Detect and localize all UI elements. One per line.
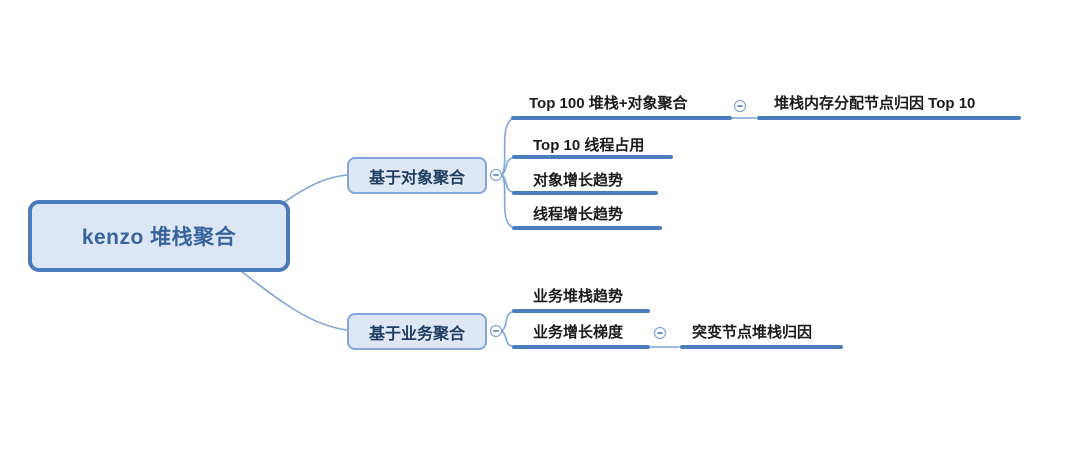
topic-object-aggregation[interactable]: 基于对象聚合 [347, 157, 487, 194]
connector-object-to-thread-growth [501, 174, 515, 229]
topic-underline [512, 345, 650, 349]
topic-top100-stack-object[interactable]: Top 100 堆栈+对象聚合 [529, 95, 688, 112]
topic-business-growth-gradient[interactable]: 业务增长梯度 [533, 324, 624, 341]
connector-root-to-business-branch [240, 270, 348, 331]
connector-root-to-object-branch [282, 174, 348, 204]
minus-circle-icon[interactable] [490, 169, 502, 181]
topic-underline [512, 155, 673, 159]
topic-stack-memory-attribution[interactable]: 堆栈内存分配节点归因 Top 10 [774, 95, 976, 112]
topic-mutation-node-attribution[interactable]: 突变节点堆栈归因 [692, 324, 813, 341]
minus-circle-icon[interactable] [734, 100, 746, 112]
root-topic-label: kenzo 堆栈聚合 [81, 226, 237, 249]
topic-business-stack-trend[interactable]: 业务堆栈趋势 [533, 288, 624, 305]
topic-underline [511, 116, 732, 120]
connector-object-to-top100 [501, 117, 515, 176]
topic-thread-growth-trend[interactable]: 线程增长趋势 [533, 206, 624, 223]
topic-underline [757, 116, 1021, 120]
topic-underline [512, 226, 662, 230]
topic-object-aggregation-label: 基于对象聚合 [368, 169, 465, 187]
root-topic[interactable]: kenzo 堆栈聚合 [28, 200, 290, 272]
topic-business-aggregation[interactable]: 基于业务聚合 [347, 313, 487, 350]
minus-circle-icon[interactable] [654, 327, 666, 339]
minus-circle-icon[interactable] [490, 325, 502, 337]
topic-object-growth-trend[interactable]: 对象增长趋势 [533, 172, 624, 189]
topic-business-aggregation-label: 基于业务聚合 [368, 325, 465, 343]
topic-top10-thread-usage[interactable]: Top 10 线程占用 [533, 137, 645, 154]
topic-underline [512, 191, 658, 195]
topic-underline [512, 309, 650, 313]
topic-underline [680, 345, 843, 349]
connector-business-to-stack-trend [501, 310, 516, 332]
connector-object-to-top10-threads [501, 156, 516, 176]
